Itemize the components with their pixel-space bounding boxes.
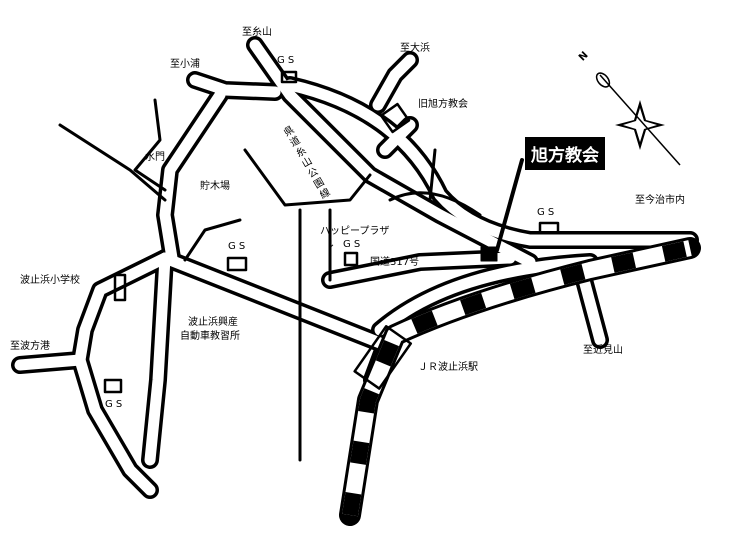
label-driving-school-1: 波止浜興産 [188, 317, 238, 328]
church-label: 旭方教会 [525, 137, 605, 170]
church-pointer [495, 158, 524, 252]
label-to-oura: 至小浦 [170, 59, 200, 70]
railway [339, 237, 701, 526]
thin-roads [58, 98, 482, 462]
label-gs-right: G S [537, 207, 555, 218]
label-happy-arrow: ↓ [327, 239, 336, 250]
label-to-chikamiyama: 至近見山 [583, 345, 623, 356]
compass-icon [595, 72, 681, 166]
gas-station-middle [226, 256, 248, 272]
gas-station-plaza [343, 251, 359, 267]
gas-station-top [280, 70, 298, 84]
church-marker [480, 246, 498, 262]
label-driving-school-2: 自動車教習所 [180, 331, 240, 342]
old-church-building [379, 102, 411, 134]
gas-station-right [538, 221, 560, 235]
label-to-ohama: 至大浜 [400, 43, 430, 54]
label-station: ＪＲ波止浜駅 [418, 362, 478, 373]
label-to-imabari: 至今治市内 [635, 195, 685, 206]
label-national-road: 国道317号 [370, 257, 420, 268]
label-old-church: 旧旭方教会 [418, 99, 468, 110]
label-suimon: 水門 [145, 152, 165, 163]
label-to-namikata: 至波方港 [10, 341, 50, 352]
label-gs-plaza: G S [343, 239, 361, 250]
school-building [113, 273, 127, 302]
label-lumberyard: 貯木場 [200, 181, 230, 192]
label-happy-plaza: ハッピープラザ [320, 226, 390, 237]
label-gs-middle: G S [228, 241, 246, 252]
label-school: 波止浜小学校 [20, 275, 80, 286]
buildings [103, 70, 560, 394]
gas-station-left [103, 378, 123, 394]
label-gs-top: G S [277, 55, 295, 66]
label-to-itoyama: 至糸山 [242, 27, 272, 38]
label-gs-left: G S [105, 399, 123, 410]
station-building [353, 325, 413, 390]
road-fills [14, 39, 696, 496]
